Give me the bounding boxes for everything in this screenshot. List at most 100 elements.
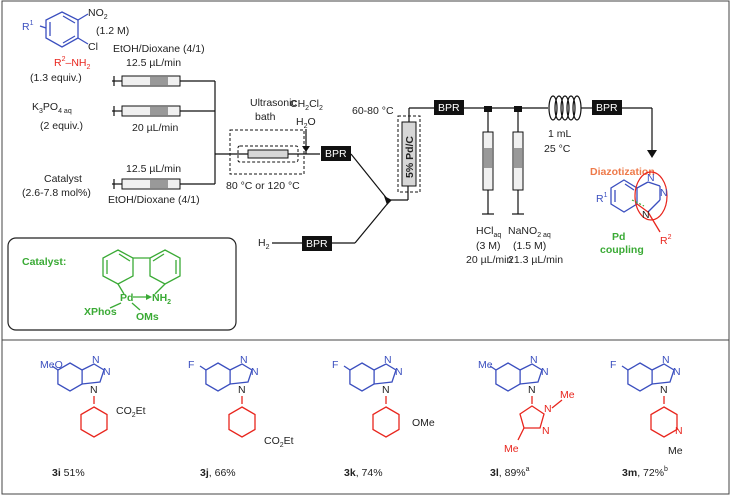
- hcl-flow: 20 µL/min: [466, 254, 512, 266]
- nano2-concentration: (1.5 M): [513, 240, 546, 252]
- bpr-3: [592, 100, 622, 115]
- triazole-n-1: N: [662, 354, 670, 366]
- triazole-n-3: N: [528, 384, 536, 396]
- aryl-substituent: CO2Et: [116, 405, 146, 419]
- reactor-coil: [548, 95, 582, 121]
- aryl-substituent: OMe: [412, 417, 435, 429]
- n-atom-mid: N: [660, 187, 668, 199]
- catalyst-pd: Pd: [120, 292, 133, 304]
- amine-label: R2–NH2: [54, 56, 91, 71]
- triazole-n-1: N: [240, 354, 248, 366]
- base-equiv: (2 equiv.): [40, 120, 83, 132]
- h2-line-c: [354, 202, 389, 244]
- syringe-hcl: [482, 112, 494, 215]
- tee-nano2: [514, 106, 522, 112]
- pyrazole-methyl: Me: [504, 443, 519, 455]
- bpr-1-label: BPR: [325, 148, 347, 160]
- nano2-label: NaNO2 aq: [508, 225, 551, 239]
- hcl-label: HClaq: [476, 225, 501, 239]
- syringe-2: [112, 105, 215, 117]
- pyridine-n: N: [675, 425, 683, 437]
- triazole-n-1: N: [530, 354, 538, 366]
- starting-aryl-halide: [39, 11, 89, 48]
- mixer-node: [384, 196, 392, 205]
- catalyst-nh2: NH2: [152, 292, 171, 306]
- flow-rate-base: 20 µL/min: [132, 122, 178, 134]
- flow-rate-catalyst: 12.5 µL/min: [126, 163, 181, 175]
- ultrasonic-label: Ultrasonic: [250, 97, 297, 109]
- compound-label: 3l, 89%a: [490, 466, 530, 479]
- aryl-substituent: Me: [668, 445, 683, 457]
- benzo-substituent: F: [332, 359, 338, 371]
- catalyst-structure: [102, 249, 181, 311]
- benzo-substituent: F: [188, 359, 194, 371]
- nitro-label: NO2: [88, 7, 108, 21]
- triazole-n-3: N: [382, 384, 390, 396]
- amine-equiv: (1.3 equiv.): [30, 72, 82, 84]
- syringe-nano2: [512, 112, 524, 215]
- syringe-3: [112, 154, 216, 190]
- catalyst-box-title: Catalyst:: [22, 256, 66, 268]
- water-label: H2O: [296, 116, 316, 130]
- base-label: K3PO4 aq: [32, 101, 72, 115]
- aryl-substituent: Me: [560, 389, 575, 401]
- benzo-substituent: MeO: [40, 359, 63, 371]
- triazole-n-3: N: [660, 384, 668, 396]
- ultrasonic-bath: [229, 129, 305, 175]
- solvent-bottom: EtOH/Dioxane (4/1): [108, 194, 200, 206]
- catalyst-loading: (2.6-7.8 mol%): [22, 187, 91, 199]
- halide-concentration: (1.2 M): [96, 25, 129, 37]
- coil-volume: 1 mL: [548, 128, 572, 140]
- aryl-substituent: CO2Et: [264, 435, 294, 449]
- compound-label: 3k, 74%: [344, 467, 383, 479]
- coupling-label: coupling: [600, 244, 644, 256]
- pyrazole-n-2: N: [542, 425, 550, 437]
- pd-label: Pd: [612, 231, 625, 243]
- arrow-head: [647, 150, 657, 158]
- r1-label: R1: [22, 20, 34, 33]
- bath-label: bath: [255, 111, 276, 123]
- product-r2: R2: [660, 234, 672, 247]
- benzo-substituent: Me: [478, 359, 493, 371]
- product-benzotriazole: [610, 171, 668, 233]
- triazole-n-3: N: [90, 384, 98, 396]
- bpr-h2-label: BPR: [306, 238, 328, 250]
- bpr-h2: [302, 236, 332, 251]
- coil-temperature: 25 °C: [544, 143, 571, 155]
- triazole-n-1: N: [92, 354, 100, 366]
- bpr-2: [434, 100, 464, 115]
- pyrazole-n-1: N: [544, 403, 552, 415]
- triazole-n-2: N: [673, 366, 681, 378]
- triazole-n-1: N: [384, 354, 392, 366]
- n-atom-bottom: N: [642, 209, 650, 221]
- compound-label: 3m, 72%b: [622, 466, 668, 479]
- triazole-n-2: N: [103, 366, 111, 378]
- main-flow-line: [215, 129, 320, 163]
- triazole-n-3: N: [238, 384, 246, 396]
- line-to-mixer: [350, 153, 389, 201]
- diazotization-label: Diazotization: [590, 166, 655, 178]
- compound-label: 3j, 66%: [200, 467, 236, 479]
- catalyst-oms: OMs: [136, 311, 159, 323]
- syringe-1: [112, 75, 216, 154]
- triazole-n-2: N: [395, 366, 403, 378]
- pdc-temperature: 60-80 °C: [352, 105, 394, 117]
- catalyst-box: [7, 237, 237, 331]
- benzo-substituent: F: [610, 359, 616, 371]
- tee-hcl: [484, 106, 492, 112]
- chloro-label: Cl: [88, 41, 98, 53]
- bath-temperature: 80 °C or 120 °C: [226, 180, 300, 192]
- n-atom-top: N: [647, 172, 655, 184]
- flow-rate-top: 12.5 µL/min: [126, 57, 181, 69]
- pdc-label: 5% Pd/C: [404, 136, 416, 178]
- solvent-top: EtOH/Dioxane (4/1): [113, 43, 205, 55]
- nano2-flow: 21.3 µL/min: [508, 254, 563, 266]
